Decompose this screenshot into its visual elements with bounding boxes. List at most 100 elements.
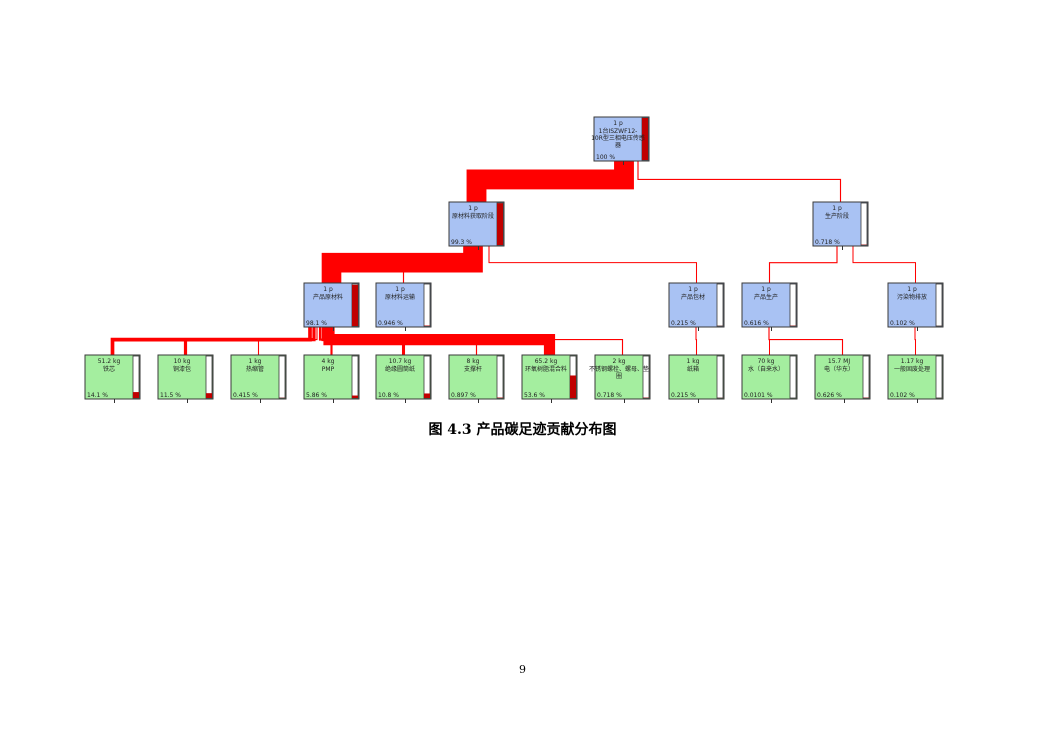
node-box [594,354,651,400]
contribution-bar-track [642,355,650,399]
node-amount: 15.7 MJ [828,358,850,365]
node-amount: 1 p [323,286,333,293]
flow-link-packaging [488,246,698,283]
contribution-bar-track [935,283,943,327]
node-electricity[interactable]: 15.7 MJ电（华东） 0.626 % [814,354,871,403]
node-name: 产品包材 [681,293,705,301]
node-amount: 8 kg [466,358,479,365]
node-share: 0.626 % [817,392,842,399]
node-box [157,354,214,400]
node-amount: 1.17 kg [901,358,924,365]
flow-link-production [768,246,838,283]
node-box [84,354,141,400]
contribution-bar-track [935,355,943,399]
contribution-bar-track [496,355,504,399]
node-share: 0.215 % [671,320,696,327]
node-name: 铁芯 [103,365,115,373]
node-amount: 2 kg [612,358,625,365]
node-box [887,282,944,328]
flow-link-raw-stage [466,161,634,202]
node-name: 1台ISZWF12- [599,127,638,135]
contribution-bar-fill [497,203,503,245]
node-name: 电（华东） [824,365,854,373]
node-box [741,282,798,328]
node-share: 0.897 % [451,392,476,399]
node-share: 99.3 % [451,239,472,246]
node-box [812,201,869,247]
node-water[interactable]: 70 kg水（自来水）0.0101 % [741,354,798,403]
flow-link-electricity [768,327,844,355]
contribution-bar-fill [352,284,358,326]
contribution-bar-fill [133,392,139,398]
node-box [887,354,944,400]
node-amount: 1 p [832,205,842,212]
flow-link-product-materials [321,246,483,283]
contribution-bar-track [789,355,797,399]
node-box [668,282,725,328]
contribution-bar-track [278,355,286,399]
node-name: 热缩管 [246,365,264,373]
flow-link-prod-stage [637,161,842,202]
node-name: 产品生产 [754,293,778,301]
node-amount: 10 kg [174,358,191,365]
node-share: 98.1 % [306,320,327,327]
page-number: 9 [519,663,526,676]
node-amount: 1 p [395,286,405,293]
node-box [814,354,871,400]
contribution-bar-fill [352,395,358,398]
node-share: 10.8 % [378,392,399,399]
node-share: 100 % [596,154,615,161]
node-share: 0.946 % [378,320,403,327]
node-share: 14.1 % [87,392,108,399]
node-amount: 70 kg [758,358,775,365]
node-name: 环氧树脂混合料 [525,365,567,373]
node-amount: 1 kg [248,358,261,365]
node-share: 0.718 % [597,392,622,399]
node-name: 水（自来水） [748,365,784,373]
flow-link-heat-shrink [257,327,318,355]
contribution-bar-track [205,355,213,399]
node-amount: 1 p [761,286,771,293]
contribution-bar-track [716,355,724,399]
node-box [668,354,725,400]
node-share: 0.215 % [671,392,696,399]
flow-link-copper-enamel [183,327,316,355]
node-amount: 51.2 kg [98,358,121,365]
node-box [741,354,798,400]
node-share: 0.616 % [744,320,769,327]
node-box [521,354,578,400]
node-box [303,282,360,328]
node-amount: 4 kg [321,358,334,365]
contribution-bar-fill [642,118,648,160]
node-share: 0.102 % [890,392,915,399]
node-name: 圈 [616,373,622,380]
node-name: 不锈钢螺栓、螺母、垫 [589,365,649,373]
node-box [593,116,650,162]
node-share: 53.6 % [524,392,545,399]
node-amount: 1 kg [686,358,699,365]
figure-caption: 图 4.3 产品碳足迹贡献分布图 [428,422,617,438]
contribution-bar-track [423,283,431,327]
flow-link-carton [695,327,698,355]
node-name: 原材料运输 [385,293,415,301]
